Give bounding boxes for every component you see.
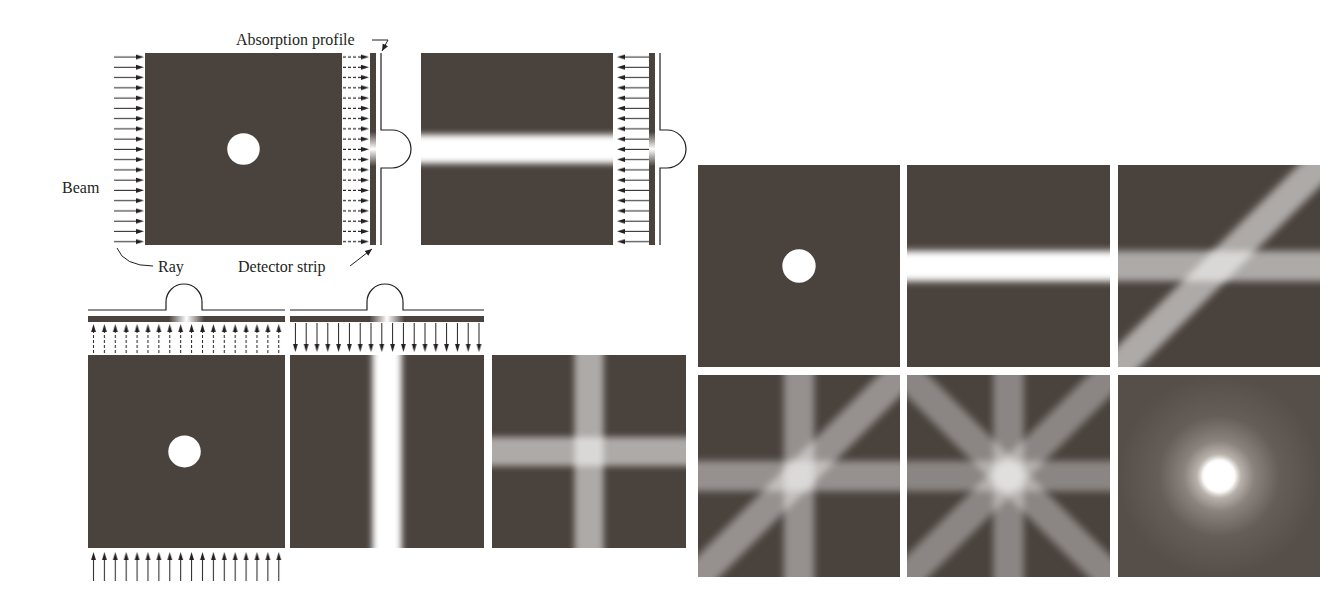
leader-line xyxy=(350,249,372,266)
leader-lines xyxy=(117,40,388,266)
backprojection-sum xyxy=(698,375,900,577)
annotation-label: Detector strip xyxy=(238,258,326,276)
detector-strip xyxy=(370,53,376,245)
leader-line xyxy=(372,40,388,51)
backprojection-sum xyxy=(492,355,686,548)
reconstruction-panel xyxy=(1118,375,1320,577)
beam-arrows xyxy=(88,551,285,581)
beam-arrows xyxy=(114,52,144,247)
absorption-profile xyxy=(290,284,484,310)
leader-line xyxy=(117,248,153,266)
annotation-label: Beam xyxy=(62,179,99,197)
backprojection-panel xyxy=(421,53,613,245)
ray-arrows xyxy=(290,323,484,353)
backprojection-panel xyxy=(290,355,484,548)
ray-arrows xyxy=(88,323,285,353)
ray-arrows xyxy=(343,52,369,247)
backprojection-sum xyxy=(1118,165,1320,367)
detector-strip xyxy=(88,316,285,322)
backprojection-panel xyxy=(907,165,1110,367)
detector-strip xyxy=(649,53,655,245)
annotation-label: Ray xyxy=(158,258,184,276)
object-panel xyxy=(88,355,285,548)
annotation-label: Absorption profile xyxy=(236,31,355,49)
absorption-profile xyxy=(88,284,285,310)
ray-arrows xyxy=(615,52,649,247)
object-panel xyxy=(145,53,342,245)
absorption-profile xyxy=(660,53,686,245)
absorption-profile xyxy=(381,53,411,245)
object-panel xyxy=(698,165,900,367)
detector-strip xyxy=(290,316,484,322)
backprojection-sum xyxy=(907,375,1110,577)
